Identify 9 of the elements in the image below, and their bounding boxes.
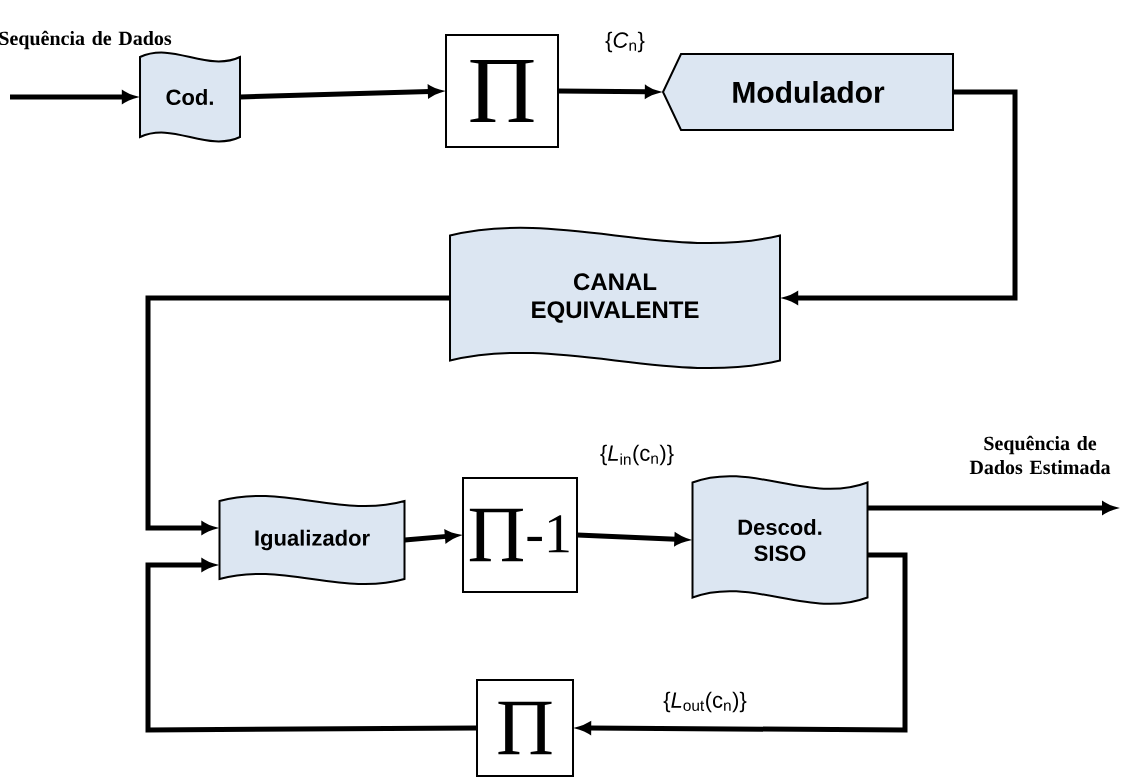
edge-label: {C$_{n}$} [604,30,646,54]
edge-label: {L$_{in}$(c$_{n}$)} [598,443,676,467]
signal-label: Sequência de Dados Estimada [969,435,1111,475]
interleaver-box: Π [445,34,559,148]
arrow [145,559,477,733]
interleaver-box: Π$^{-1}$ [462,477,578,593]
interleaver-box: Π [476,679,574,777]
signal-label: Sequência de Dados [0,30,172,50]
arrow [145,295,450,534]
